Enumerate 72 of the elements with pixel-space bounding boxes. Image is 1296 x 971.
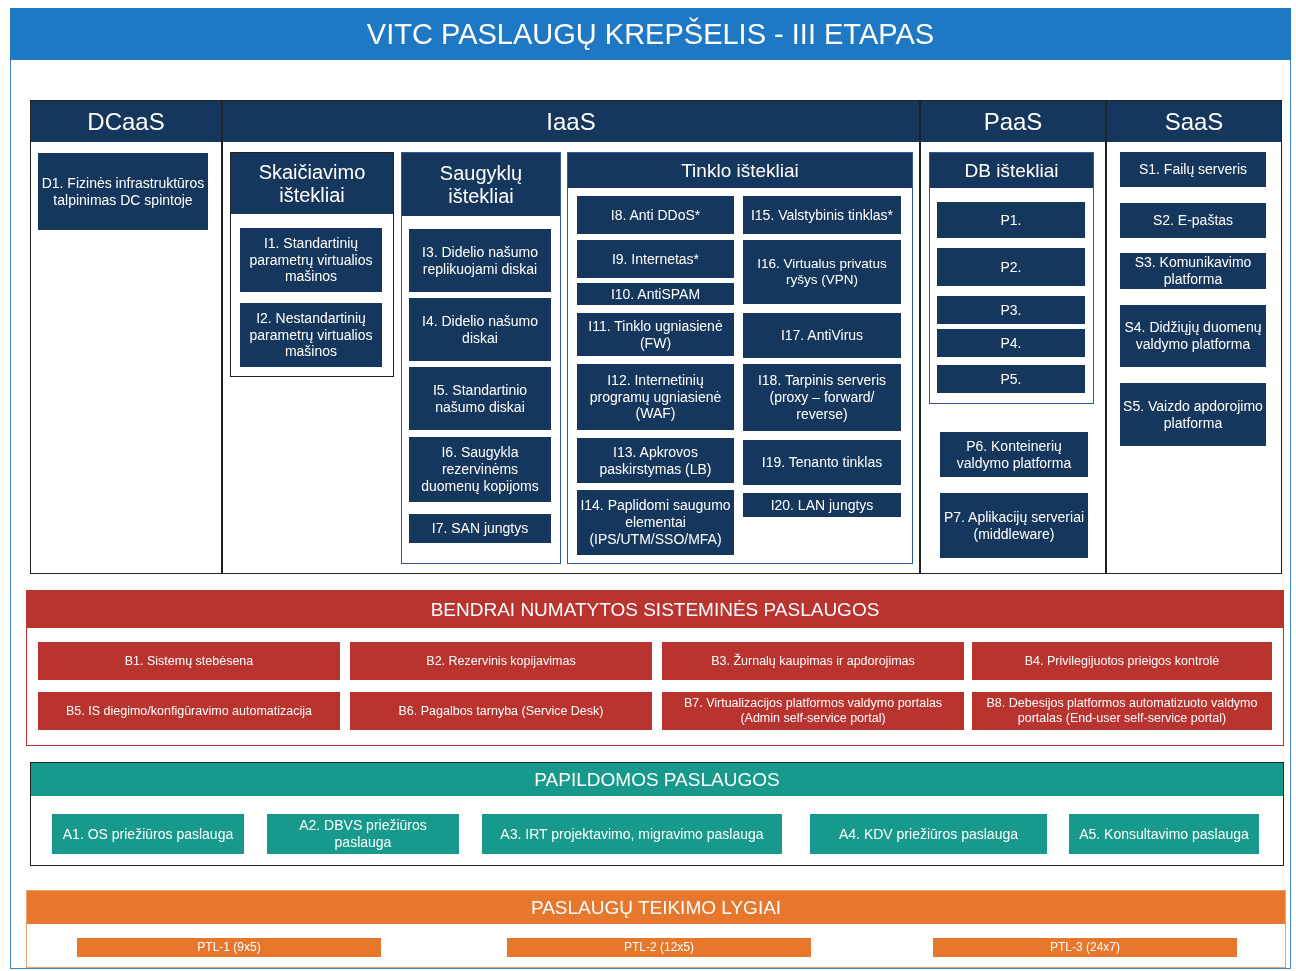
service-box: I3. Didelio našumo replikuojami diskai (409, 229, 551, 292)
resource-group (230, 152, 394, 377)
group-header: Tinklo ištekliai (680, 158, 800, 183)
service-box: B6. Pagalbos tarnyba (Service Desk) (350, 692, 652, 730)
service-box: P4. (937, 329, 1085, 357)
service-box: I4. Didelio našumo diskai (409, 298, 551, 361)
service-box: I1. Standartinių parametrų virtualios mašinos (240, 228, 382, 292)
service-box: PTL-3 (24x7) (933, 938, 1237, 957)
service-box: I10. AntiSPAM (577, 283, 734, 305)
service-box: S3. Komunikavimo platforma (1120, 253, 1266, 289)
service-box: P1. (937, 202, 1085, 238)
service-band (26, 590, 1284, 746)
service-box: I11. Tinklo ugniasienė (FW) (577, 313, 734, 356)
service-box: A1. OS priežiūros paslauga (52, 814, 244, 854)
service-box: B2. Rezervinis kopijavimas (350, 642, 652, 680)
service-box: I19. Tenanto tinklas (743, 440, 901, 485)
service-box: I18. Tarpinis serveris (proxy – forward/ reverse) (743, 364, 901, 431)
band-header: BENDRAI NUMATYTOS SISTEMINĖS PASLAUGOS (429, 597, 881, 622)
service-box: B1. Sistemų stebėsena (38, 642, 340, 680)
service-box: I5. Standartinio našumo diskai (409, 367, 551, 430)
service-box: A3. IRT projektavimo, migravimo paslauga (482, 814, 782, 854)
service-box: S1. Failų serveris (1120, 152, 1266, 187)
service-box: P5. (937, 365, 1085, 393)
service-box: I14. Paplidomi saugumo elementai (IPS/UTM/SSO/MFA) (577, 490, 734, 555)
service-box: PTL-1 (9x5) (77, 938, 381, 957)
service-column (30, 100, 222, 574)
group-header: DB ištekliai (963, 158, 1060, 183)
service-box: B3. Žurnalų kaupimas ir apdorojimas (662, 642, 964, 680)
service-box: S4. Didžiųjų duomenų valdymo platforma (1120, 305, 1266, 367)
service-box: I8. Anti DDoS* (577, 196, 734, 234)
column-header: PaaS (982, 106, 1044, 137)
service-box: I13. Apkrovos paskirstymas (LB) (577, 438, 734, 483)
column-header: IaaS (545, 106, 597, 137)
service-box: I6. Saugykla rezervinėms duomenų kopijoms (409, 437, 551, 502)
service-box: A4. KDV priežiūros paslauga (810, 814, 1047, 854)
service-box: D1. Fizinės infrastruktūros talpinimas DC spintoje (38, 153, 208, 230)
service-column (222, 100, 920, 574)
service-box: I16. Virtualus privatus ryšys (VPN) (743, 240, 901, 304)
service-box: I17. AntiVirus (743, 313, 901, 358)
service-box: S2. E-paštas (1120, 203, 1266, 238)
service-box: I12. Internetinių programų ugniasienė (WAF) (577, 364, 734, 430)
resource-group (567, 152, 913, 564)
service-band (26, 890, 1286, 968)
column-header: SaaS (1163, 106, 1225, 137)
service-box: I2. Nestandartinių parametrų virtualios mašinos (240, 303, 382, 367)
service-box: I9. Internetas* (577, 240, 734, 278)
service-box: A2. DBVS priežiūros paslauga (267, 814, 459, 854)
service-column (920, 100, 1106, 574)
service-box: P3. (937, 296, 1085, 324)
service-box: P6. Konteinerių valdymo platforma (940, 432, 1088, 477)
resource-group (401, 152, 561, 564)
band-header: PASLAUGŲ TEIKIMO LYGIAI (529, 895, 783, 920)
group-header: Saugyklų ištekliai (438, 160, 524, 209)
service-band (30, 762, 1284, 866)
title-banner: VITC PASLAUGŲ KREPŠELIS - III ETAPAS (10, 8, 1291, 60)
service-box: A5. Konsultavimo paslauga (1069, 814, 1259, 854)
service-box: I20. LAN jungtys (743, 493, 901, 517)
service-box: PTL-2 (12x5) (507, 938, 811, 957)
group-header: Skaičiavimo ištekliai (257, 159, 367, 208)
service-box: B5. IS diegimo/konfigūravimo automatizacija (38, 692, 340, 730)
service-box: I7. SAN jungtys (409, 514, 551, 543)
service-box: I15. Valstybinis tinklas* (743, 196, 901, 234)
service-box: B4. Privilegijuotos prieigos kontrolė (972, 642, 1272, 680)
band-header: PAPILDOMOS PASLAUGOS (533, 767, 781, 792)
service-box: S5. Vaizdo apdorojimo platforma (1120, 383, 1266, 446)
service-box: P7. Aplikacijų serveriai (middleware) (940, 493, 1088, 558)
service-box: B8. Debesijos platformos automatizuoto valdymo portalas (End-user self-service portal) (972, 692, 1272, 730)
service-box: P2. (937, 248, 1085, 286)
column-header: DCaaS (86, 106, 166, 137)
service-box: B7. Virtualizacijos platformos valdymo portalas (Admin self-service portal) (662, 692, 964, 730)
service-column (1106, 100, 1282, 574)
resource-group (929, 152, 1094, 404)
